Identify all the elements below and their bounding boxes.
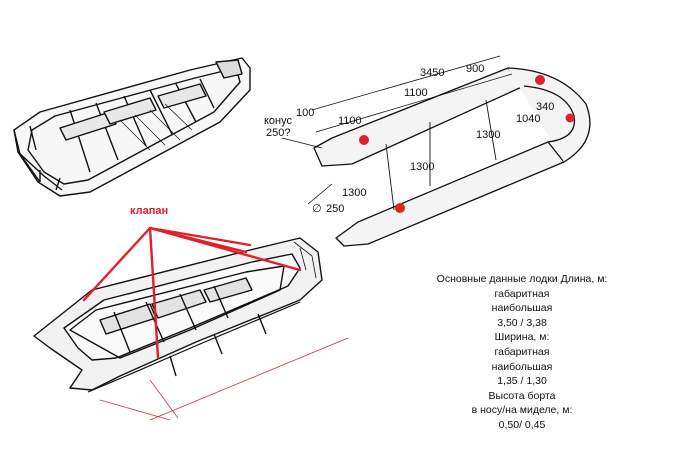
dim-stern-cone-value: 250? [266,127,290,139]
valve-dot-bow-top [535,75,545,85]
tube-dimension-diagram [281,55,591,247]
dim-tube-side: 1100 [338,115,362,127]
dim-tube-diameter: 250 [326,203,344,215]
spec-line: габаритная [494,287,550,300]
dim-length-total: 3450 [420,67,444,79]
rigid-boat-sketch [13,57,251,197]
dim-bow-section: 900 [466,63,484,75]
spec-line: 1,35 / 1,30 [497,375,547,388]
spec-line: наибольшая [491,302,553,315]
dim-diameter-symbol: ∅ [312,203,322,215]
valve-dots [359,75,575,213]
dim-inner-width-b: 1300 [410,161,434,173]
boat-specs-text: Основные данные лодки Длина, м: габаритн… [404,272,640,433]
dim-inner-width-a: 1300 [476,129,500,141]
dimension-labels: 3450 900 1100 1100 100 конус 250? 340 10… [264,63,554,215]
spec-line: габаритная [494,345,550,358]
spec-line: 0,50/ 0,45 [498,418,546,431]
dim-bow-width-2: 1040 [516,113,540,125]
inflatable-boat-sketch [33,237,323,393]
dim-stern-gap: 100 [296,107,314,119]
spec-line: Основные данные лодки Длина, м: [436,273,608,285]
dim-tube-top: 1100 [404,87,428,99]
guide-lines [99,337,349,421]
spec-line: Высота борта [488,389,556,402]
valve-dot-stern-upper [359,135,369,145]
dim-inner-width-c: 1300 [342,187,366,199]
spec-line: 3,50 / 3,38 [497,316,547,329]
valve-dot-stern-lower [395,203,405,213]
dim-stern-cone-label: конус [264,115,293,127]
spec-line: наибольшая [491,360,553,373]
dim-bow-width-1: 340 [536,101,554,113]
spec-line: в носу/на миделе, м: [471,404,573,417]
spec-line: Ширина, м: [494,331,550,344]
valve-label: клапан [130,205,168,217]
valve-pointer-lines [82,226,302,360]
valve-dot-bow-side [565,113,575,123]
